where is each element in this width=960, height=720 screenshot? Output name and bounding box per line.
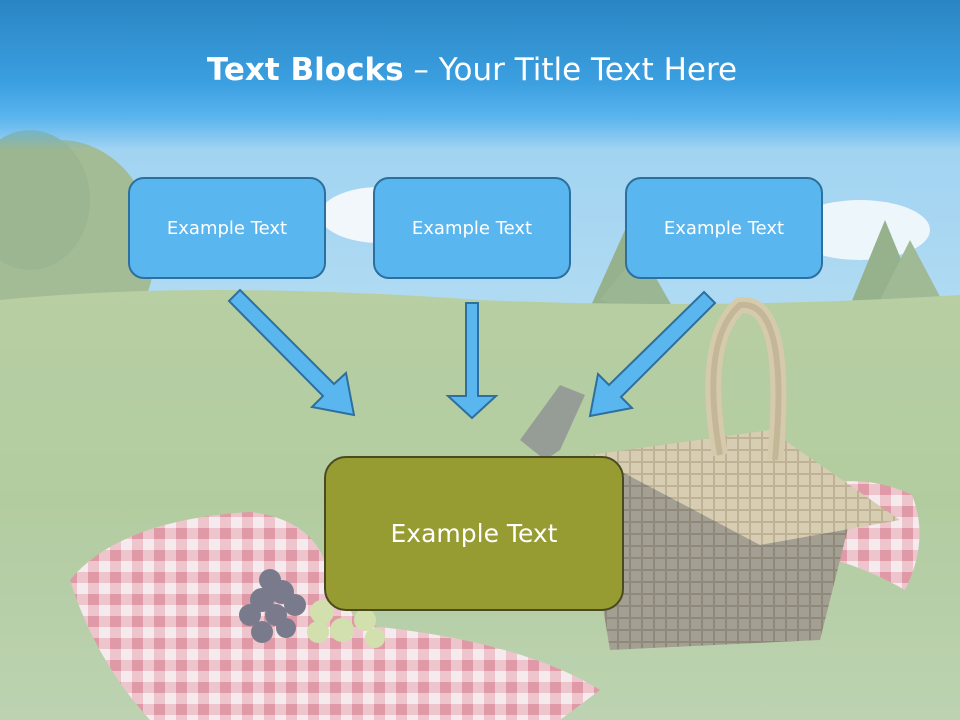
slide-title: Text Blocks – Your Title Text Here	[0, 52, 944, 88]
text-block-2[interactable]: Example Text	[373, 177, 571, 279]
center-text-block-label: Example Text	[390, 519, 558, 548]
arrow-left	[227, 288, 356, 417]
text-block-1[interactable]: Example Text	[128, 177, 326, 279]
title-rest: Your Title Text Here	[438, 52, 738, 88]
arrow-middle	[445, 302, 499, 420]
arrow-right	[588, 290, 717, 418]
text-block-1-label: Example Text	[166, 217, 288, 239]
center-text-block[interactable]: Example Text	[324, 456, 624, 611]
text-block-2-label: Example Text	[411, 217, 533, 239]
title-bar	[0, 0, 960, 150]
title-bold: Text Blocks	[206, 52, 404, 88]
text-block-3[interactable]: Example Text	[625, 177, 823, 279]
text-block-3-label: Example Text	[663, 217, 785, 239]
title-separator: –	[403, 52, 439, 88]
